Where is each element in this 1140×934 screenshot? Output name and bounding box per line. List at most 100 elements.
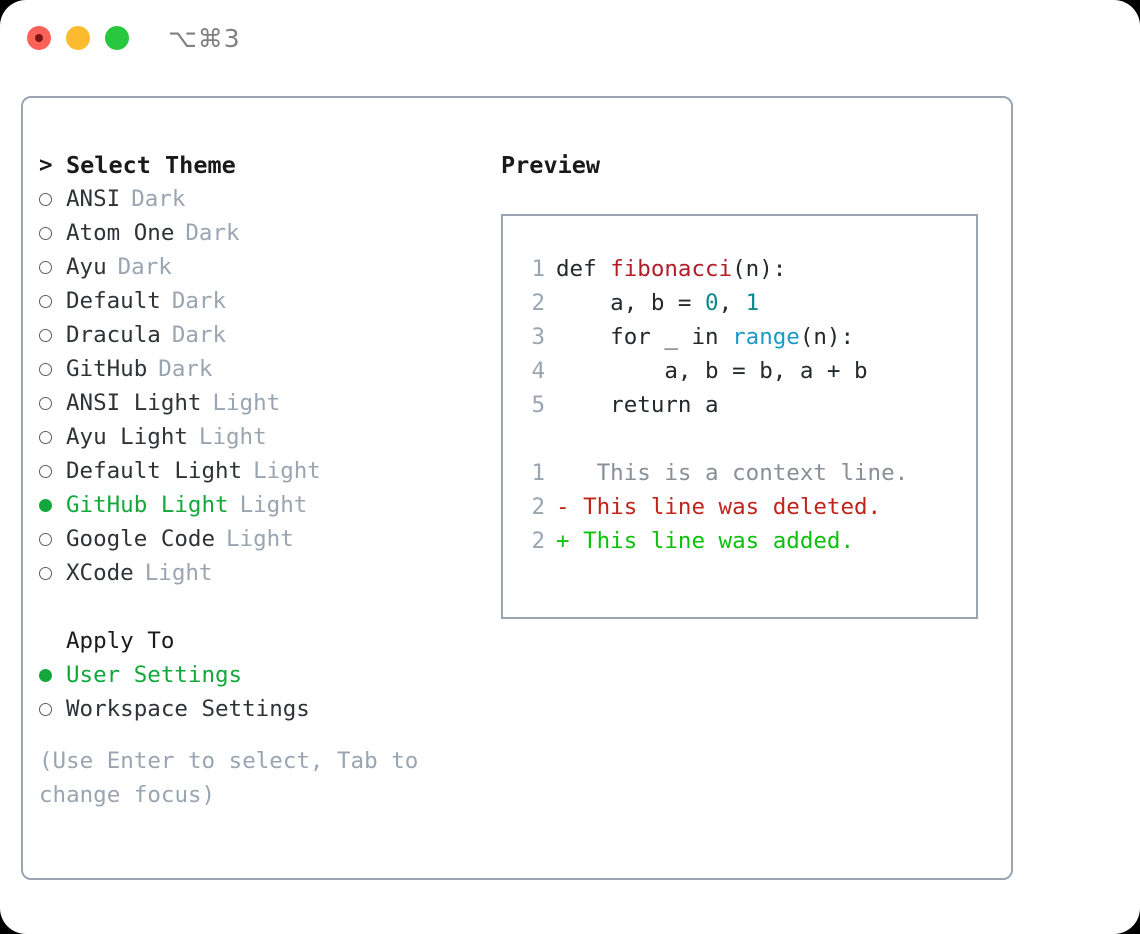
code-token-num: 1 [745, 290, 760, 316]
radio-unselected-icon[interactable] [39, 294, 52, 308]
apply-to-label: Apply To [66, 628, 175, 654]
code-token-plain: a, b = [556, 290, 706, 316]
theme-list-item[interactable]: Default Light Light [39, 454, 499, 488]
theme-list-item[interactable]: Ayu Dark [39, 250, 499, 284]
theme-name: Default Light [66, 458, 243, 484]
diff-text: This line was deleted. [569, 494, 882, 520]
code-token-fn: fibonacci [610, 256, 733, 282]
code-token-plain: (n): [799, 324, 855, 350]
radio-unselected-icon[interactable] [39, 566, 52, 580]
theme-name: Google Code [66, 526, 216, 552]
theme-variant-label: Dark [185, 220, 240, 246]
code-line-number: 4 [531, 358, 545, 384]
theme-name: GitHub [66, 356, 148, 382]
select-theme-title: Select Theme [66, 151, 236, 179]
radio-selected-icon[interactable] [39, 668, 52, 682]
code-line-number: 1 [531, 256, 545, 282]
theme-list-item[interactable]: GitHub Dark [39, 352, 499, 386]
maximize-window-button[interactable] [105, 26, 129, 50]
code-diff-separator [521, 422, 976, 456]
theme-name: GitHub Light [66, 492, 229, 518]
theme-variant-label: Light [226, 526, 294, 552]
radio-unselected-icon[interactable] [39, 362, 52, 376]
theme-list-item[interactable]: Dracula Dark [39, 318, 499, 352]
apply-to-option-label: User Settings [66, 662, 243, 688]
radio-unselected-icon[interactable] [39, 226, 52, 240]
preview-heading: Preview [501, 151, 601, 179]
traffic-light-group [27, 26, 129, 50]
theme-variant-label: Light [212, 390, 281, 416]
code-line-number: 5 [531, 392, 545, 418]
apply-to-option[interactable]: Workspace Settings [39, 692, 499, 726]
minimize-window-button[interactable] [66, 26, 90, 50]
code-token-plain: return a [556, 392, 719, 418]
theme-name: ANSI [66, 186, 121, 212]
theme-name: Ayu [66, 254, 107, 280]
apply-to-option-label: Workspace Settings [66, 696, 310, 722]
radio-unselected-icon[interactable] [39, 702, 52, 716]
theme-name: XCode [66, 560, 134, 586]
code-token-num: 0 [705, 290, 719, 316]
diff-line-number: 2 [531, 528, 545, 554]
theme-variant-label: Light [253, 458, 321, 484]
code-token-plain: def [556, 256, 611, 282]
code-line: 4 a, b = b, a + b [521, 354, 976, 388]
code-line: 3 for _ in range(n): [521, 320, 976, 354]
theme-list-item[interactable]: ANSI Light Light [39, 386, 499, 420]
diff-line: 1 This is a context line. [521, 456, 976, 490]
select-theme-heading: > Select Theme [39, 148, 499, 182]
list-spacer [39, 590, 499, 624]
preview-column: Preview 1 def fibonacci (n): 2 a, b = 0, 1 3… [501, 148, 1001, 619]
code-sample-block: 1 def fibonacci (n): 2 a, b = 0, 1 3 for _ i… [521, 252, 976, 422]
diff-text: This line was added. [569, 528, 855, 554]
diff-sample-block: 1 This is a context line.2- This line wa… [521, 456, 976, 558]
theme-list-item[interactable]: Ayu Light Light [39, 420, 499, 454]
radio-unselected-icon[interactable] [39, 192, 52, 206]
theme-list-item[interactable]: GitHub Light Light [39, 488, 499, 522]
code-line: 5 return a [521, 388, 976, 422]
radio-unselected-icon[interactable] [39, 430, 52, 444]
code-token-builtin: range [732, 324, 800, 350]
theme-variant-label: Dark [158, 356, 213, 382]
caret-icon: > [39, 152, 53, 178]
close-window-button[interactable] [27, 26, 51, 50]
theme-list-item[interactable]: Atom One Dark [39, 216, 499, 250]
diff-marker: + [556, 528, 570, 554]
code-token-plain: , [718, 290, 746, 316]
theme-name: Default [66, 288, 161, 314]
apply-to-option[interactable]: User Settings [39, 658, 499, 692]
apply-to-marker-placeholder: o [39, 624, 66, 658]
theme-name: Atom One [66, 220, 175, 246]
theme-variant-label: Dark [171, 322, 227, 348]
theme-variant-label: Light [239, 492, 308, 518]
diff-line-number: 2 [531, 494, 545, 520]
keyboard-hint-text: (Use Enter to select, Tab to change focu… [39, 748, 432, 808]
diff-line: 2- This line was deleted. [521, 490, 976, 524]
radio-unselected-icon[interactable] [39, 260, 52, 274]
radio-unselected-icon[interactable] [39, 328, 52, 342]
theme-name: Ayu Light [66, 424, 188, 450]
theme-name: Dracula [66, 322, 161, 348]
radio-unselected-icon[interactable] [39, 396, 52, 410]
theme-variant-label: Dark [117, 254, 172, 280]
diff-marker [556, 456, 570, 490]
code-line-number: 3 [531, 324, 545, 350]
radio-unselected-icon[interactable] [39, 464, 52, 478]
theme-variant-label: Light [198, 424, 267, 450]
code-line-number: 2 [531, 290, 545, 316]
radio-unselected-icon[interactable] [39, 532, 52, 546]
diff-text: This is a context line. [569, 460, 909, 486]
code-token-plain: a, b = b, a + b [556, 358, 868, 384]
radio-selected-icon[interactable] [39, 498, 52, 512]
theme-list-item[interactable]: Google Code Light [39, 522, 499, 556]
code-token-plain: for _ in [556, 324, 733, 350]
theme-name: ANSI Light [66, 390, 202, 416]
